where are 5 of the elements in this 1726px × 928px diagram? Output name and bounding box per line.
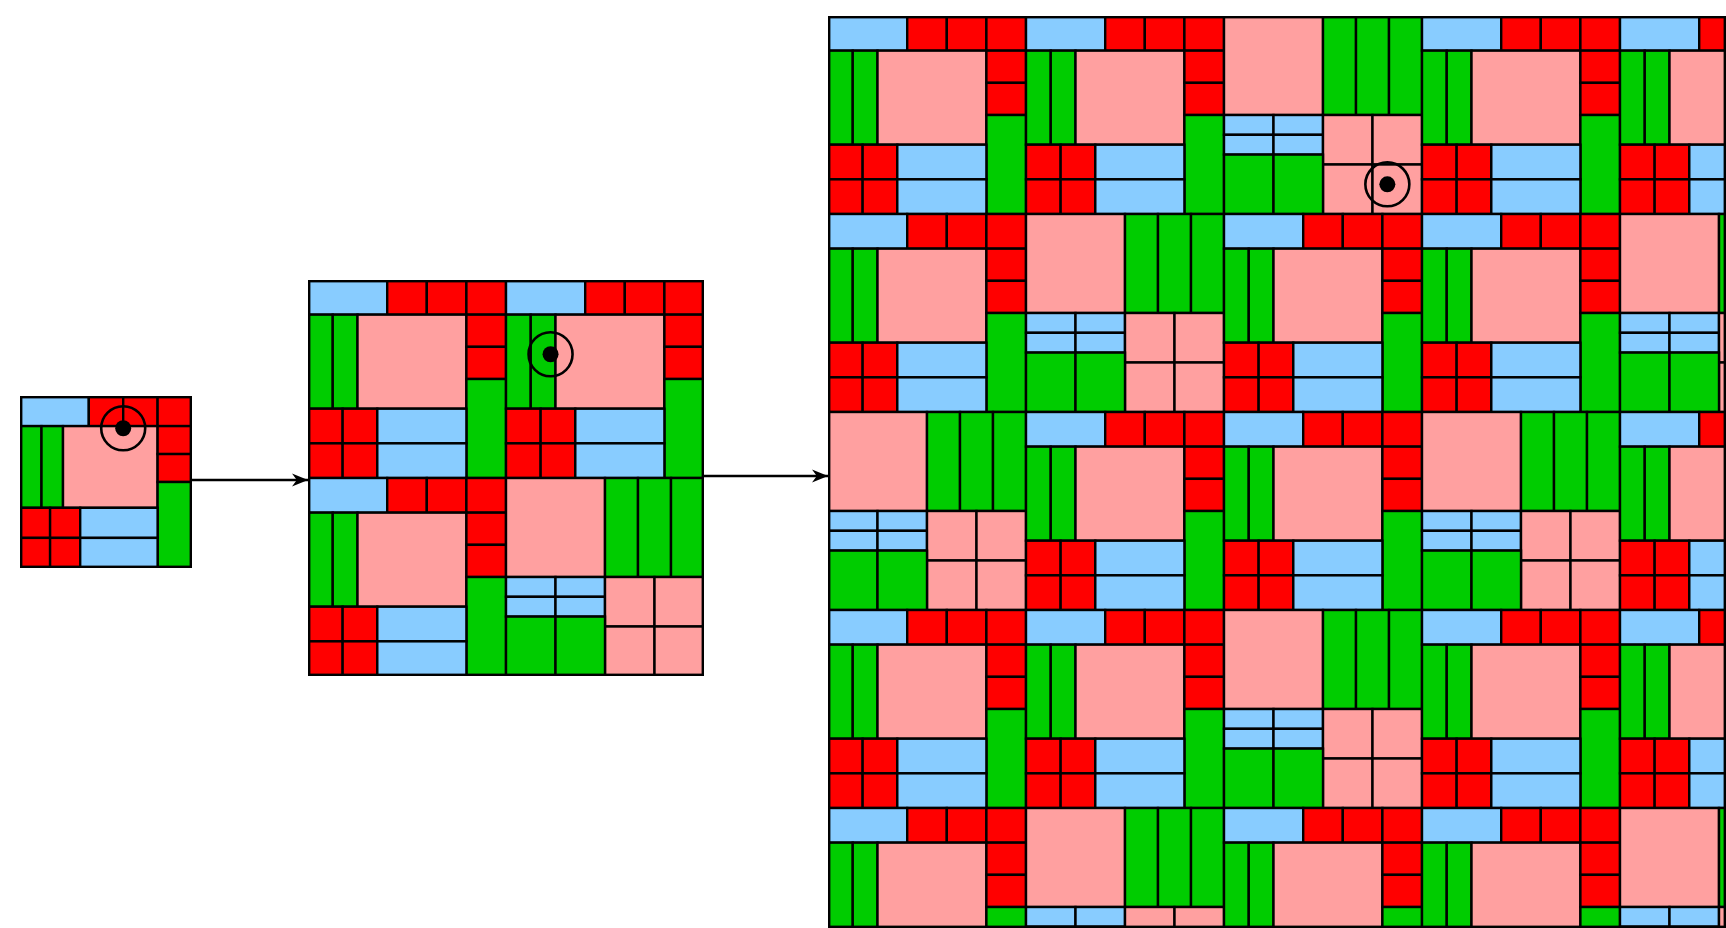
arrow bbox=[192, 473, 308, 487]
tiling-drawing bbox=[308, 280, 704, 676]
tiling-drawing bbox=[20, 396, 192, 568]
arrow bbox=[704, 469, 828, 483]
tiling-drawing bbox=[828, 16, 1726, 928]
